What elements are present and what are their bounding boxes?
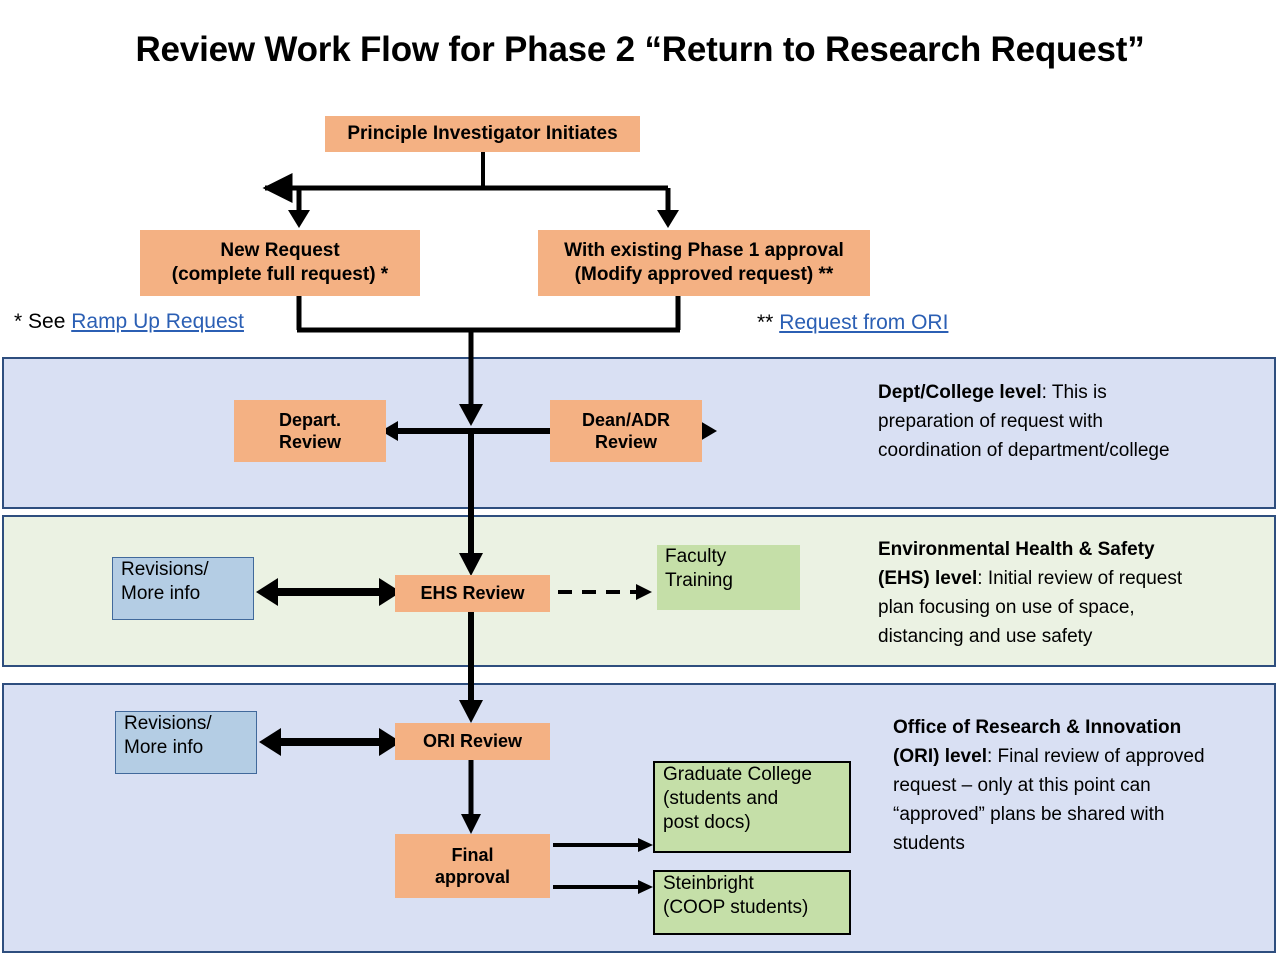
box-label-line2: (COOP students) (663, 896, 809, 918)
link-request-from-ori[interactable]: Request from ORI (779, 311, 949, 334)
box-revisions-more-info-ehs[interactable]: Revisions/ More info (112, 557, 254, 620)
page-title: Review Work Flow for Phase 2 “Return to … (135, 30, 1145, 69)
box-label-line1: Final (451, 844, 494, 865)
box-label-line1: Graduate College (663, 764, 812, 785)
box-label-line2: (complete full request) * (171, 264, 389, 285)
description-bold: Office of Research & Innovation (ORI) le… (893, 717, 1182, 767)
box-ori-review[interactable]: ORI Review (395, 723, 550, 760)
box-steinbright[interactable]: Steinbright (COOP students) (653, 870, 851, 935)
description-ehs: Environmental Health & Safety (EHS) leve… (878, 536, 1208, 652)
box-depart-review[interactable]: Depart. Review (234, 400, 386, 462)
box-label-line3: post docs) (663, 811, 751, 833)
box-label-line1: Dean/ADR (581, 409, 670, 430)
box-label: ORI Review (422, 731, 523, 752)
box-dean-adr-review[interactable]: Dean/ADR Review (550, 400, 702, 462)
box-label-line2: (students and (663, 787, 779, 809)
box-label: EHS Review (420, 583, 525, 604)
box-new-request[interactable]: New Request (complete full request) * (140, 230, 420, 296)
box-label-line2: Training (665, 569, 733, 591)
box-revisions-more-info-ori[interactable]: Revisions/ More info (115, 711, 257, 774)
box-label-line1: Steinbright (663, 873, 754, 894)
box-label-line2: Review (278, 432, 342, 452)
box-label-line2: Review (594, 432, 658, 452)
footnote-request-from-ori: ** Request from ORI (757, 311, 948, 335)
box-faculty-training[interactable]: Faculty Training (657, 545, 800, 610)
box-label-line2: approval (434, 867, 511, 887)
box-label-line1: With existing Phase 1 approval (564, 240, 844, 262)
box-label-line1: Revisions/ (121, 559, 209, 580)
description-dept-college: Dept/College level: This is preparation … (878, 379, 1208, 466)
box-ehs-review[interactable]: EHS Review (395, 575, 550, 612)
box-label-line1: Faculty (665, 546, 727, 567)
description-bold: Environmental Health & Safety (EHS) leve… (878, 539, 1155, 589)
box-principle-investigator-initiates[interactable]: Principle Investigator Initiates (325, 116, 640, 152)
description-bold: Dept/College level (878, 382, 1042, 403)
footnote-ramp-up: * See Ramp Up Request (14, 310, 244, 334)
box-label-line2: (Modify approved request) ** (574, 264, 834, 285)
footnote-prefix: ** (757, 311, 774, 334)
link-ramp-up-request[interactable]: Ramp Up Request (71, 310, 244, 333)
footnote-prefix: * See (14, 310, 66, 333)
box-label-line1: Revisions/ (124, 713, 212, 734)
description-rest: : Final review of approved request – onl… (893, 745, 1205, 854)
box-label-line2: More info (121, 582, 201, 604)
description-rest: : This is preparation of request with co… (878, 382, 1170, 461)
box-label-line1: New Request (220, 240, 340, 262)
description-ori: Office of Research & Innovation (ORI) le… (893, 714, 1223, 858)
box-with-existing-phase1-approval[interactable]: With existing Phase 1 approval (Modify a… (538, 230, 870, 296)
box-label-line1: Depart. (278, 409, 341, 430)
box-final-approval[interactable]: Final approval (395, 834, 550, 898)
box-graduate-college[interactable]: Graduate College (students and post docs… (653, 761, 851, 853)
box-label-line2: More info (124, 736, 204, 758)
description-rest: : Initial review of request plan focusin… (878, 567, 1183, 647)
box-label: Principle Investigator Initiates (347, 123, 618, 145)
